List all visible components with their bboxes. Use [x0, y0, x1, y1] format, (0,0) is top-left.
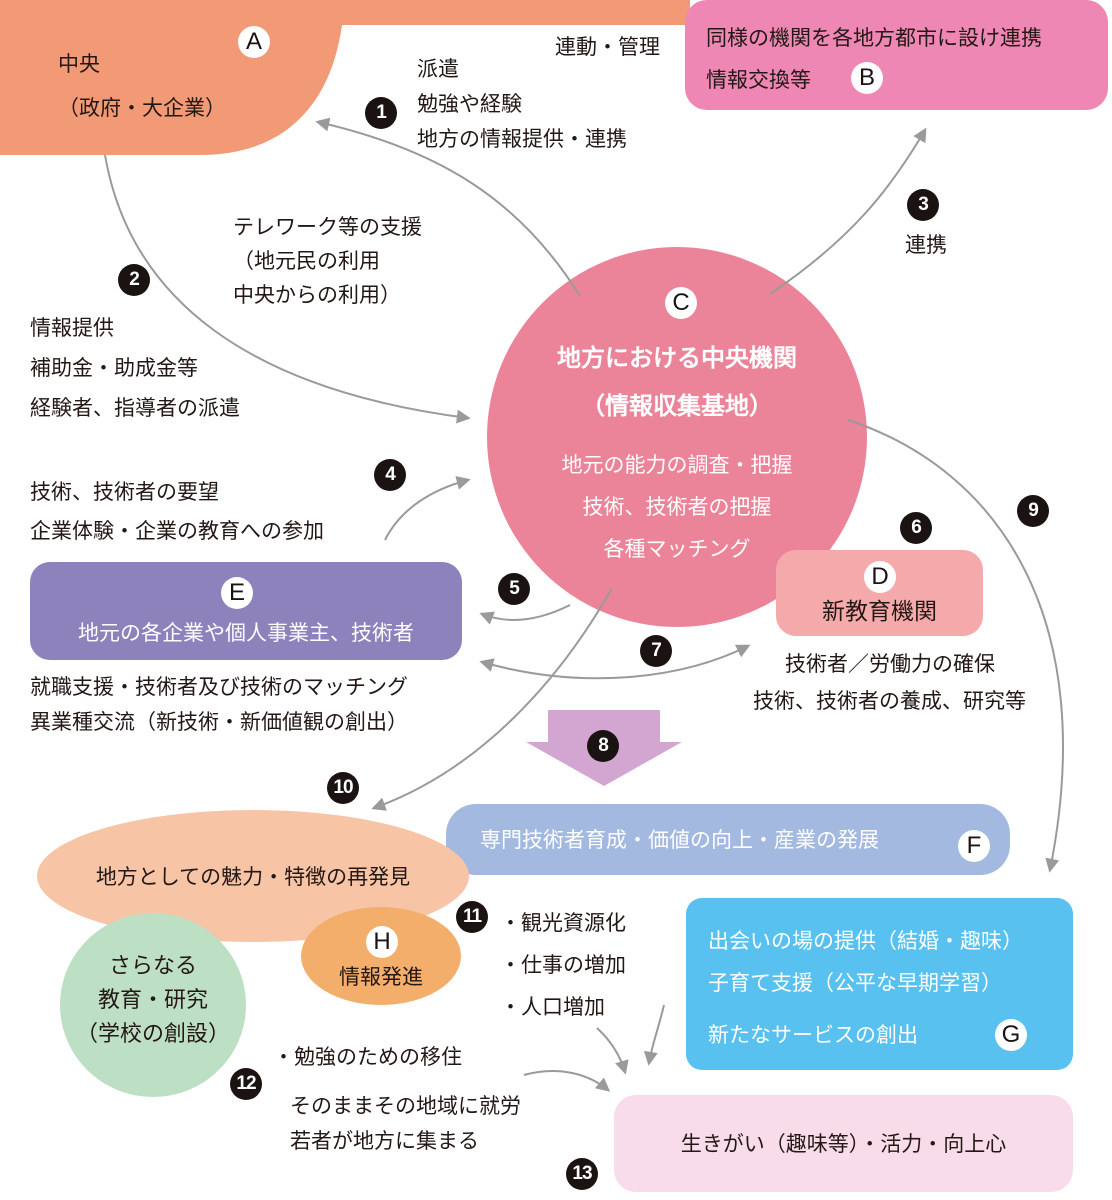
link-top-label: 連動・管理	[555, 35, 660, 59]
telework-line: 中央からの利用）	[233, 283, 401, 307]
letter-a-badge: A	[238, 26, 270, 58]
edu-shape	[60, 913, 246, 1097]
node-c-line: 各種マッチング	[603, 537, 751, 561]
node-d-shape	[776, 550, 983, 636]
number-badge-3: 3	[907, 189, 939, 221]
node-c-line: 地元の能力の調査・把握	[561, 453, 793, 477]
node-a-line: （政府・大企業）	[58, 96, 226, 120]
number-badge-1: 1	[365, 97, 397, 129]
edu-line: 教育・研究	[97, 988, 208, 1013]
n1-line: 派遣	[417, 57, 459, 81]
letter-c-badge: C	[665, 287, 697, 319]
telework-line: テレワーク等の支援	[233, 215, 422, 239]
n11-line: ・観光資源化	[500, 911, 626, 935]
number-badge-11: 11	[456, 901, 488, 933]
node-g-line: 新たなサービスの創出	[708, 1023, 918, 1047]
number-badge-12: 12	[230, 1068, 262, 1100]
edu-line: さらなる	[108, 954, 197, 979]
n4-line: 企業体験・企業の教育への参加	[30, 519, 324, 543]
charm-label: 地方としての魅力・特徴の再発見	[95, 865, 411, 889]
n12-line: そのままその地域に就労	[290, 1094, 521, 1118]
letter-f-badge: F	[958, 830, 990, 862]
number-badge-7: 7	[640, 635, 672, 667]
n2-text: 情報提供 補助金・助成金等 経験者、指導者の派遣	[30, 308, 240, 428]
node-f-label: 専門技術者育成・価値の向上・産業の発展	[480, 828, 879, 852]
letter-h-badge: H	[366, 926, 398, 958]
node-f-shape	[446, 804, 1010, 875]
node-c-text: 地元の能力の調査・把握 技術、技術者の把握 各種マッチング	[497, 444, 857, 570]
arrow-10	[371, 587, 613, 811]
node-b-line: 同様の機関を各地方都市に設け連携	[706, 26, 1042, 50]
node-e-shape	[30, 562, 462, 660]
n4-line: 技術、技術者の要望	[30, 480, 219, 504]
n11-line: ・仕事の増加	[500, 953, 626, 977]
node-g-line: 子育て支援（公平な早期学習）	[708, 971, 1002, 995]
n2-line: 経験者、指導者の派遣	[30, 396, 240, 420]
number-badge-13: 13	[566, 1158, 598, 1190]
n3-label: 連携	[905, 233, 947, 257]
n11-text: ・観光資源化 ・仕事の増加 ・人口増加	[500, 902, 626, 1028]
d-below-text: 技術者／労働力の確保 技術、技術者の養成、研究等	[712, 646, 1026, 720]
node-d-label: 新教育機関	[822, 599, 937, 625]
node-g-text: 出会いの場の提供（結婚・趣味） 子育て支援（公平な早期学習） 新たなサービスの創…	[708, 920, 1023, 1056]
n2-line: 補助金・助成金等	[30, 356, 198, 380]
arrow-11	[596, 1027, 629, 1075]
node-b-line: 情報交換等	[706, 68, 811, 92]
number-badge-9: 9	[1017, 495, 1049, 527]
e-below-line: 就職支援・技術者及び技術のマッチング	[30, 675, 408, 699]
node-c-line: 技術、技術者の把握	[582, 495, 772, 519]
d-below-line: 技術者／労働力の確保	[785, 652, 995, 676]
number-badge-5: 5	[498, 573, 530, 605]
node-g-shape	[686, 898, 1073, 1070]
n12-text: ・勉強のための移住 そのままその地域に就労 若者が地方に集まる	[273, 1040, 521, 1159]
e-below-line: 異業種交流（新技術・新価値観の創出）	[30, 710, 408, 734]
arrow-3	[769, 127, 927, 295]
n1-text: 派遣 勉強や経験 地方の情報提供・連携	[417, 52, 627, 157]
edu-line: （学校の創設）	[75, 1022, 230, 1047]
n12-line: 若者が地方に集まる	[290, 1129, 479, 1153]
e-below-text: 就職支援・技術者及び技術のマッチング 異業種交流（新技術・新価値観の創出）	[30, 670, 408, 740]
n1-line: 勉強や経験	[417, 92, 522, 116]
letter-e-badge: E	[221, 577, 253, 609]
node-a-text: 中央 （政府・大企業）	[58, 42, 226, 130]
letter-d-badge: D	[864, 561, 896, 593]
life-shape	[614, 1095, 1073, 1192]
n1-line: 地方の情報提供・連携	[417, 127, 627, 151]
node-h-label: 情報発進	[339, 965, 423, 989]
node-c-title-line: （情報収集基地）	[581, 392, 773, 420]
d-below-line: 技術、技術者の養成、研究等	[753, 689, 1026, 713]
arrow-g	[643, 1004, 665, 1066]
number-badge-2: 2	[118, 264, 150, 296]
arrow-2	[104, 154, 471, 424]
node-b-text: 同様の機関を各地方都市に設け連携 情報交換等	[706, 17, 1042, 101]
letter-g-badge: G	[995, 1019, 1027, 1051]
letter-b-badge: B	[851, 62, 883, 94]
node-c-title-line: 地方における中央機関	[557, 344, 797, 372]
node-g-line: 出会いの場の提供（結婚・趣味）	[708, 929, 1023, 953]
number-badge-10: 10	[327, 772, 359, 804]
arrow-12	[523, 1069, 611, 1092]
arrow-5	[479, 604, 571, 625]
number-badge-6: 6	[900, 512, 932, 544]
node-c-shape	[487, 247, 867, 627]
edu-text: さらなる 教育・研究 （学校の創設）	[60, 950, 246, 1052]
node-b-shape	[685, 0, 1108, 110]
arrow-1	[315, 117, 581, 297]
telework-text: テレワーク等の支援 （地元民の利用 中央からの利用）	[233, 210, 422, 312]
node-a-shape	[0, 0, 690, 155]
n4-text: 技術、技術者の要望 企業体験・企業の教育への参加	[30, 473, 324, 551]
node-c-title: 地方における中央機関 （情報収集基地）	[497, 334, 857, 430]
arrow-7	[479, 644, 751, 680]
node-a-line: 中央	[58, 52, 100, 76]
telework-line: （地元民の利用	[233, 249, 380, 273]
n12-line: ・勉強のための移住	[273, 1045, 462, 1069]
arrow-4	[384, 476, 471, 541]
node-e-label: 地元の各企業や個人事業主、技術者	[78, 621, 414, 645]
number-badge-8: 8	[587, 730, 619, 762]
number-badge-4: 4	[374, 459, 406, 491]
n11-line: ・人口増加	[500, 995, 605, 1019]
life-label: 生きがい（趣味等）・活力・向上心	[680, 1132, 1007, 1156]
n2-line: 情報提供	[30, 316, 114, 340]
arrow-9	[847, 419, 1064, 873]
